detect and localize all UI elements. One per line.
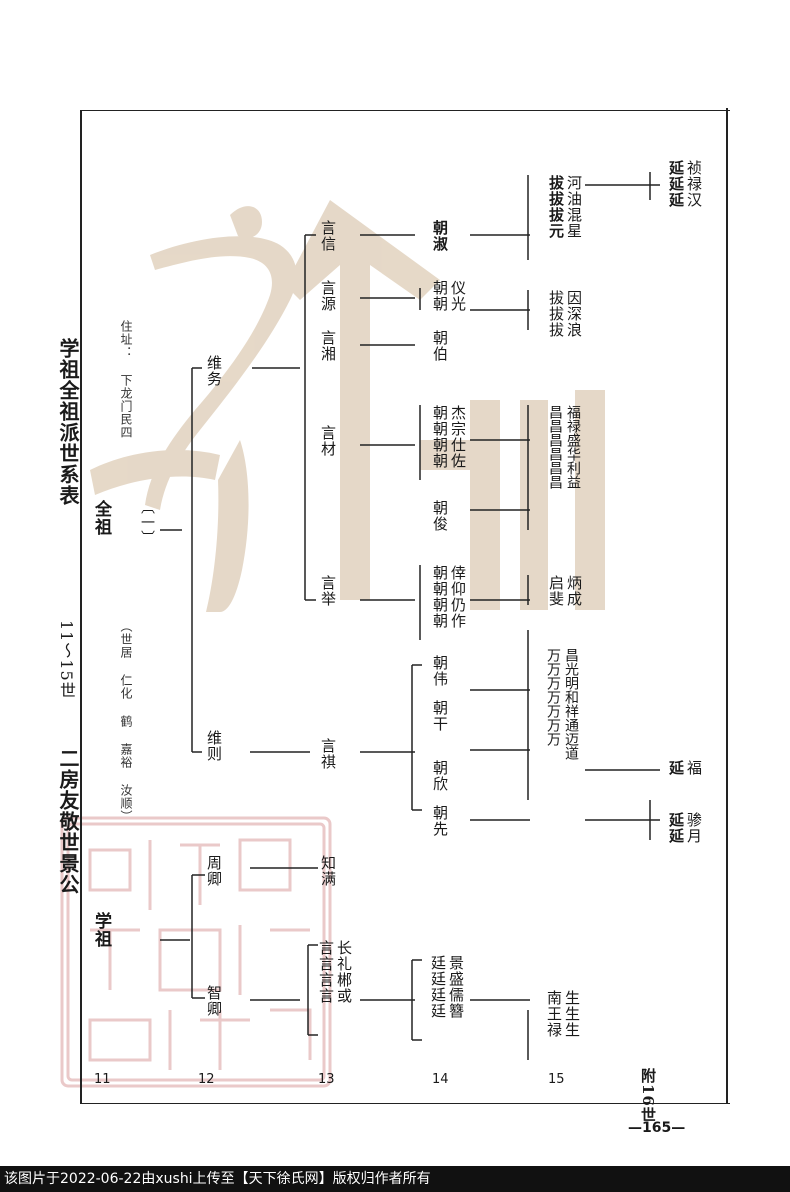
- person-wan-group-given: 昌光明和祥通迈道: [563, 648, 579, 760]
- person-chaowei: 朝伟: [431, 655, 449, 687]
- person-ting16-a-given: 骖月: [685, 812, 703, 844]
- person-ting16-c: 延延延: [667, 160, 685, 208]
- person-zhouqing: 周卿: [205, 855, 223, 887]
- person-chaoyi-given: 仪光: [449, 280, 467, 312]
- appendix-generation-label: 附16世: [639, 1068, 657, 1123]
- person-yancai: 言材: [319, 425, 337, 457]
- person-chang-group-given: 福禄盛华利益: [565, 405, 581, 489]
- person-chao-group-b-given: 杰宗仕佐: [449, 405, 467, 469]
- ancestor-quanzu: 全祖: [91, 500, 111, 536]
- address-note: 住址： 下龙门民四: [119, 320, 133, 439]
- person-yanxin: 言信: [319, 220, 337, 252]
- person-qi-group: 启斐: [547, 575, 565, 607]
- person-yan-group: 言言言言: [317, 940, 335, 1004]
- title-generation-range: 11～15世: [57, 620, 76, 699]
- title-family-branch: 二房友敬世景公: [56, 748, 80, 895]
- person-chang-group: 昌昌昌昌昌昌: [547, 405, 563, 489]
- generation-label: 13: [318, 1072, 335, 1087]
- person-ting-group: 廷廷廷廷: [429, 955, 447, 1019]
- generation-label: 15: [548, 1072, 565, 1087]
- person-ting16-c-given: 祯禄汉: [685, 160, 703, 208]
- person-ba-group-given: 因深浪: [565, 290, 583, 338]
- person-yan-group-given: 长礼郴或: [335, 940, 353, 1004]
- ancestor-quanzu-number: 〔一〕: [139, 500, 155, 545]
- table-frame-right: [726, 108, 728, 1104]
- person-yanxiang: 言湘: [319, 330, 337, 362]
- person-chao-group-given: 倖仰仍作: [449, 565, 467, 629]
- generation-label: 11: [94, 1072, 111, 1087]
- upload-notice: 该图片于2022-06-22由xushi上传至【天下徐氏网】版权归作者所有: [0, 1166, 790, 1192]
- person-ting16-a: 延延: [667, 812, 685, 844]
- person-ba-group-b: 拔拔拔元: [547, 175, 565, 239]
- person-chaogan: 朝干: [431, 700, 449, 732]
- person-qi-group-given: 炳成: [565, 575, 583, 607]
- residence-note: （世居 仁化 鹤 嘉裕 汝顺）: [119, 620, 133, 823]
- person-chao-group-b: 朝朝朝朝: [431, 405, 449, 469]
- person-wan-group: 万万万万万万万: [545, 648, 561, 746]
- person-nan-group-given: 生生生: [563, 990, 581, 1038]
- generation-label: 12: [198, 1072, 215, 1087]
- person-ba-group-b-given: 河油混星: [565, 175, 583, 239]
- person-ting16-b: 延: [667, 760, 685, 776]
- person-zhiman: 知满: [319, 855, 337, 887]
- person-nan-group: 南王禄: [545, 990, 563, 1038]
- person-chaobo: 朝伯: [431, 330, 449, 362]
- person-chaoxin: 朝欣: [431, 760, 449, 792]
- person-yanyuan: 言源: [319, 280, 337, 312]
- person-chaojun: 朝俊: [431, 500, 449, 532]
- person-chaoxian: 朝先: [431, 805, 449, 837]
- table-frame: [80, 110, 730, 1104]
- person-chao-group: 朝朝朝朝: [431, 565, 449, 629]
- person-weiwu: 维务: [205, 355, 223, 387]
- person-yanqi: 言祺: [319, 738, 337, 770]
- ancestor-xuezu: 学祖: [91, 912, 111, 948]
- generation-label: 14: [432, 1072, 449, 1087]
- person-zhiqing: 智卿: [205, 985, 223, 1017]
- person-chaoyi: 朝朝: [431, 280, 449, 312]
- person-weize: 维则: [205, 730, 223, 762]
- person-ting16-b-given: 福: [685, 760, 703, 776]
- page-number: —165—: [628, 1120, 686, 1136]
- person-ba-group: 拔拔拔: [547, 290, 565, 338]
- person-ting-group-given: 景盛儒簪: [447, 955, 465, 1019]
- title-lineage: 学祖全祖派世系表: [56, 338, 80, 506]
- person-yanju: 言举: [319, 575, 337, 607]
- person-chaoshu: 朝淑: [431, 220, 449, 252]
